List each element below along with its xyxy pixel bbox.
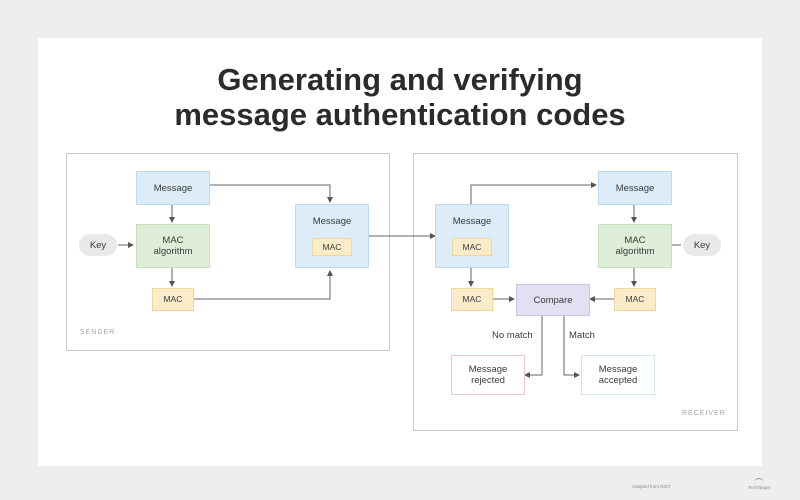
techtarget-logo: TechTarget bbox=[746, 476, 772, 494]
receiver-mac-algorithm-box: MAC algorithm bbox=[598, 224, 672, 268]
receiver-message-box: Message bbox=[598, 171, 672, 205]
receiver-key: Key bbox=[683, 234, 721, 256]
receiver-mac-left-text: MAC bbox=[462, 294, 482, 304]
sender-mac-box: MAC bbox=[152, 288, 194, 311]
receiver-generated-mac-box: MAC bbox=[614, 288, 656, 311]
message-accepted-text: Message accepted bbox=[598, 364, 638, 386]
message-rejected-text: Message rejected bbox=[468, 364, 508, 386]
receiver-bundle-mac-text: MAC bbox=[462, 241, 482, 252]
receiver-label: RECEIVER bbox=[682, 410, 726, 417]
sender-message-box: Message bbox=[136, 171, 210, 205]
message-rejected-box: Message rejected bbox=[451, 355, 525, 395]
source-credit: Adapted from NIST bbox=[632, 484, 671, 489]
sender-key: Key bbox=[79, 234, 117, 256]
message-accepted-box: Message accepted bbox=[581, 355, 655, 395]
compare-text: Compare bbox=[533, 294, 573, 306]
match-label: Match bbox=[569, 330, 595, 341]
diagram-title: Generating and verifying message authent… bbox=[0, 62, 800, 132]
receiver-received-bundle: Message MAC bbox=[435, 204, 509, 268]
sender-transmitted-bundle: Message MAC bbox=[295, 204, 369, 268]
sender-mac-algorithm-text: MAC algorithm bbox=[153, 235, 193, 257]
receiver-bundle-message-text: Message bbox=[452, 216, 492, 227]
receiver-computed-mac-box: MAC bbox=[451, 288, 493, 311]
logo-mark-icon bbox=[754, 478, 764, 484]
sender-message-text: Message bbox=[153, 182, 193, 194]
sender-label: SENDER bbox=[80, 329, 116, 336]
sender-mac-text: MAC bbox=[163, 294, 183, 304]
receiver-mac-algorithm-text: MAC algorithm bbox=[615, 235, 655, 257]
receiver-message-text: Message bbox=[615, 182, 655, 194]
sender-bundle-message-text: Message bbox=[312, 216, 352, 227]
receiver-bundle-mac: MAC bbox=[452, 238, 492, 256]
compare-box: Compare bbox=[516, 284, 590, 316]
no-match-label: No match bbox=[492, 330, 533, 341]
sender-bundle-mac-text: MAC bbox=[322, 241, 342, 252]
sender-mac-algorithm-box: MAC algorithm bbox=[136, 224, 210, 268]
sender-key-text: Key bbox=[89, 239, 107, 251]
title-line-1: Generating and verifying bbox=[217, 62, 583, 97]
title-line-2: message authentication codes bbox=[174, 97, 626, 132]
sender-bundle-mac: MAC bbox=[312, 238, 352, 256]
logo-text: TechTarget bbox=[747, 485, 770, 490]
receiver-key-text: Key bbox=[693, 239, 711, 251]
receiver-mac-right-text: MAC bbox=[625, 294, 645, 304]
